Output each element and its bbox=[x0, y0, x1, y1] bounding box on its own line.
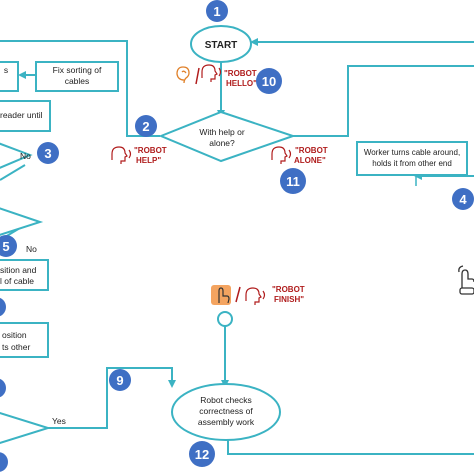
edge-check-to-end bbox=[227, 440, 474, 455]
speaking-head-icon bbox=[201, 64, 222, 82]
position-other-label-2: ts other bbox=[2, 342, 31, 352]
robot-checks-label-3: assembly work bbox=[198, 417, 255, 427]
left-decision-2 bbox=[0, 207, 44, 236]
reader-until-box bbox=[0, 100, 51, 132]
badge-5-label: 5 bbox=[2, 239, 9, 254]
position-other-label-1: osition bbox=[2, 330, 27, 340]
touch-highlight bbox=[211, 285, 231, 305]
position-box bbox=[0, 259, 49, 291]
touch-hand-icon bbox=[458, 265, 474, 295]
badge-12-label: 12 bbox=[195, 447, 209, 462]
badge-2-label: 2 bbox=[142, 119, 149, 134]
decision-label-2: alone? bbox=[209, 138, 235, 148]
edge-label-yes: Yes bbox=[52, 416, 66, 426]
touch-hand-icon bbox=[218, 287, 230, 304]
edge-yes bbox=[48, 367, 176, 429]
reader-until-label: reader until bbox=[0, 110, 43, 120]
speech-help-2: HELP" bbox=[136, 156, 161, 165]
speech-finish-1: "ROBOT bbox=[272, 285, 305, 294]
badge-3-label: 3 bbox=[44, 146, 51, 161]
badge-4-label: 4 bbox=[459, 192, 467, 207]
fix-sorting-box bbox=[35, 61, 119, 92]
badge-3: 3 bbox=[37, 142, 59, 164]
edge-label-no-1: No bbox=[20, 151, 31, 161]
fix-sorting-label-1: Fix sorting of bbox=[53, 65, 102, 75]
badge-5: 5 bbox=[0, 235, 17, 257]
decision-help-or-alone bbox=[158, 110, 297, 163]
worker-label-1: Worker turns cable around, bbox=[364, 148, 460, 157]
left-decision-3 bbox=[0, 412, 52, 444]
worker-box bbox=[356, 141, 468, 176]
separator-slash-finish bbox=[235, 286, 241, 303]
badge-partial-left-2 bbox=[0, 378, 6, 398]
edge-label-no-2: No bbox=[26, 244, 37, 254]
separator-slash bbox=[195, 67, 200, 85]
position-other-box bbox=[0, 322, 49, 358]
position-label-1: sition and bbox=[0, 265, 37, 275]
speech-alone-2: ALONE" bbox=[294, 156, 326, 165]
ear-icon bbox=[176, 66, 190, 84]
edge-left-diamond-bottom bbox=[0, 164, 26, 181]
speech-help-1: "ROBOT bbox=[134, 146, 167, 155]
left-decision-1 bbox=[0, 142, 33, 169]
badge-10-label: 10 bbox=[262, 74, 276, 89]
badge-4: 4 bbox=[452, 188, 474, 210]
fix-sorting-label-2: cables bbox=[65, 76, 90, 86]
robot-checks-label-2: correctness of bbox=[199, 406, 253, 416]
badge-12: 12 bbox=[189, 441, 215, 467]
worker-label-2: holds it from other end bbox=[372, 159, 452, 168]
position-label-2: l of cable bbox=[0, 276, 34, 286]
badge-partial-left-1 bbox=[0, 297, 6, 317]
badge-1-label: 1 bbox=[213, 4, 220, 19]
speech-finish-2: FINISH" bbox=[274, 295, 304, 304]
speech-alone-1: "ROBOT bbox=[295, 146, 328, 155]
speaking-head-icon bbox=[245, 287, 266, 305]
left-box-top-label: s bbox=[4, 65, 8, 75]
badge-9-label: 9 bbox=[116, 373, 123, 388]
left-box-top bbox=[0, 61, 19, 92]
decision-label-1: With help or bbox=[199, 127, 245, 137]
robot-checks-label-1: Robot checks bbox=[200, 395, 252, 405]
speaking-head-icon bbox=[111, 146, 132, 164]
speaking-head-icon bbox=[271, 146, 292, 164]
start-label: START bbox=[205, 40, 238, 51]
badge-9: 9 bbox=[109, 369, 131, 391]
finish-connector bbox=[217, 311, 233, 327]
badge-11-label: 11 bbox=[286, 174, 300, 189]
badge-1: 1 bbox=[206, 0, 228, 22]
start-node bbox=[190, 25, 252, 63]
speech-hello-1: "ROBOT bbox=[224, 69, 257, 78]
badge-10: 10 bbox=[256, 68, 282, 94]
badge-2: 2 bbox=[135, 115, 157, 137]
edge-loop-top-right bbox=[293, 65, 474, 137]
badge-11: 11 bbox=[280, 168, 306, 194]
speech-hello-2: HELLO" bbox=[226, 79, 257, 88]
badge-partial-left-3 bbox=[0, 452, 8, 472]
robot-checks-node bbox=[171, 383, 281, 441]
